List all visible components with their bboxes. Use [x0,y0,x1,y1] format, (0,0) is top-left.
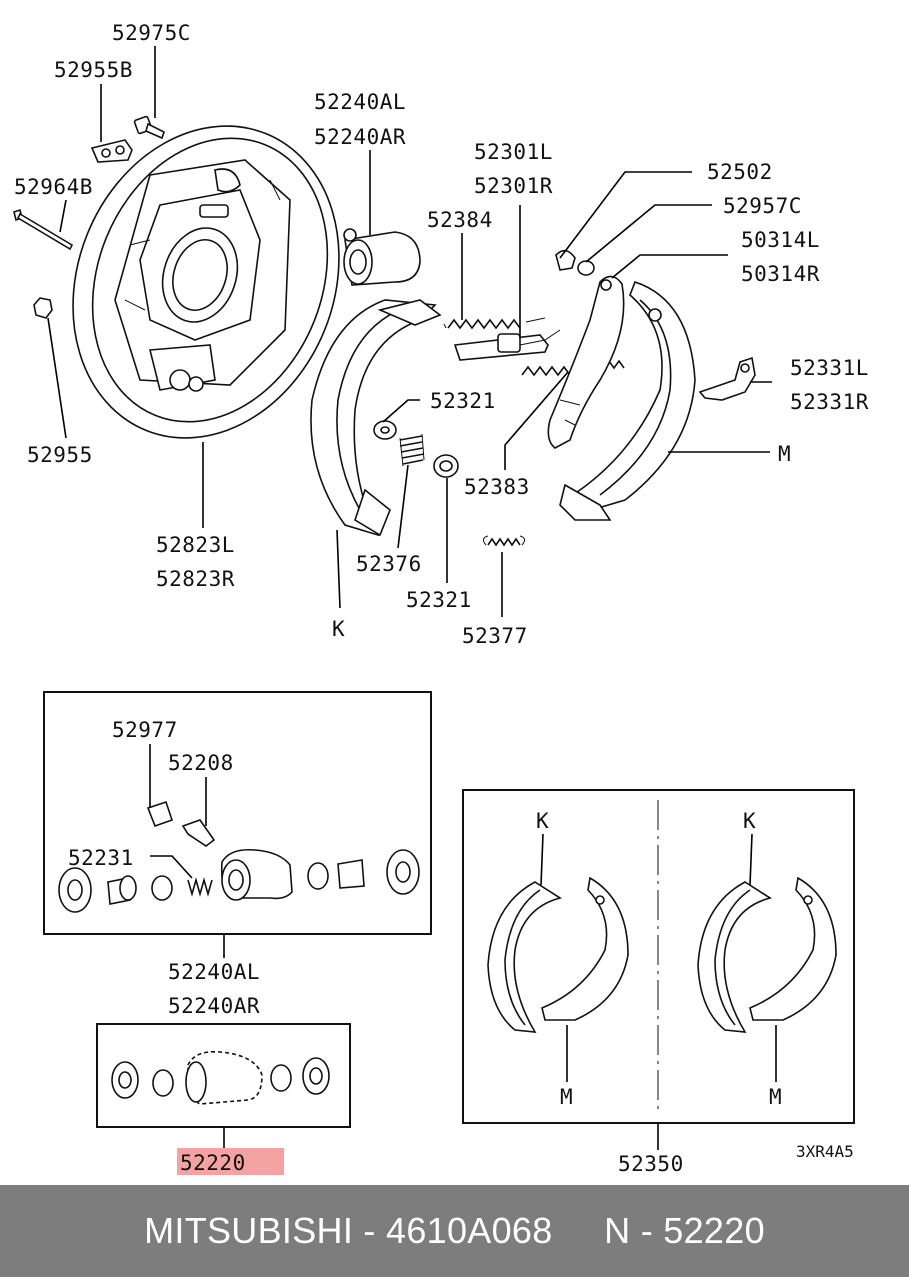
brake-shoe-m [559,281,696,521]
washer-52957c [577,260,595,276]
label-52957c: 52957C [723,194,802,218]
wheel-cylinder-exploded-box [43,691,432,935]
wheel-cylinder-top [343,228,421,286]
parts-diagram: 52975C 52955B 52964B 52955 52240AL 52240… [13,21,869,1176]
bolt-52975c [133,115,165,140]
label-50314l: 50314L [741,228,820,252]
label-52240ar-mid: 52240AR [168,994,260,1018]
label-52964b: 52964B [14,175,93,199]
shoe-set-box [462,789,855,1124]
label-m-left: M [560,1085,573,1109]
label-52384: 52384 [427,208,493,232]
nut-52955 [33,297,53,319]
label-52975c: 52975C [112,21,191,45]
adjuster-assembly [453,329,561,361]
repair-kit-box [96,1023,351,1128]
label-52823l: 52823L [156,533,235,557]
brake-shoe-k [310,299,442,537]
label-52331r: 52331R [790,390,869,414]
label-m-right: M [769,1085,782,1109]
label-52376: 52376 [356,552,422,576]
label-52301l: 52301L [474,140,553,164]
label-52350: 52350 [618,1152,684,1176]
label-52331l: 52331L [790,356,869,380]
label-52301r: 52301R [474,174,553,198]
label-52955b: 52955B [54,58,133,82]
label-m-main: M [778,442,791,466]
label-52502: 52502 [707,160,773,184]
label-52321-a: 52321 [430,389,496,413]
footer-part-text: MITSUBISHI - 4610A068 N - 52220 [144,1210,765,1251]
footer-bar: MITSUBISHI - 4610A068 N - 52220 [0,1185,909,1277]
label-50314r: 50314R [741,262,820,286]
label-k-right: K [743,809,756,833]
label-52240ar-top: 52240AR [314,125,406,149]
bolt-52964b [13,208,74,251]
label-52823r: 52823R [156,567,235,591]
bracket-52955b [90,139,133,163]
spring-52377 [482,535,526,547]
label-52321-b: 52321 [406,588,472,612]
label-52977: 52977 [112,718,178,742]
backing-plate [72,125,340,439]
label-52377: 52377 [462,624,528,648]
retainer-52502 [555,249,576,271]
parking-lever [547,275,625,449]
label-52220: 52220 [180,1151,246,1175]
highlight-52220 [177,1148,284,1175]
label-diagram-code: 3XR4A5 [796,1142,854,1161]
label-k-left: K [536,809,549,833]
label-52240al-mid: 52240AL [168,960,260,984]
pin-52321-a [373,420,397,440]
label-k-main: K [332,617,345,641]
label-52383: 52383 [464,475,530,499]
leader-lines-top [47,46,772,617]
label-52955: 52955 [27,443,93,467]
spring-52376 [399,433,425,467]
label-52240al-top: 52240AL [314,90,406,114]
cup-52321-b [433,454,459,478]
label-52231: 52231 [68,846,134,870]
label-52208: 52208 [168,751,234,775]
strut-52331 [698,356,756,401]
spring-52384 [443,317,546,330]
